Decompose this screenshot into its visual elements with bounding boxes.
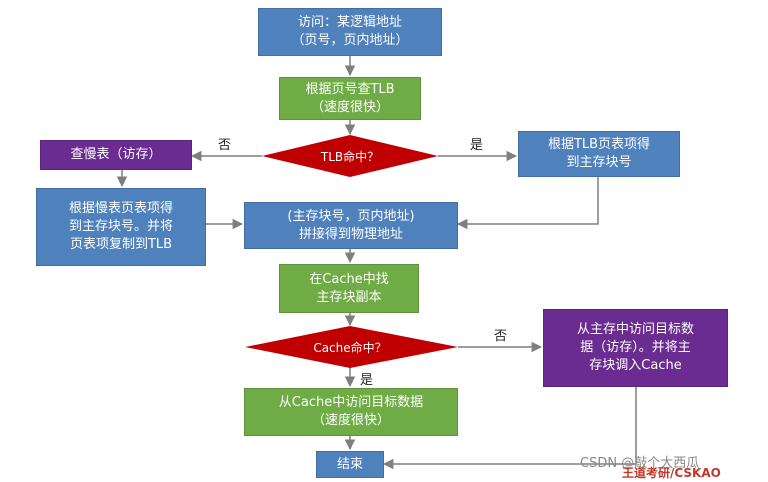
slow-entry-line-3: 页表项复制到TLB bbox=[69, 237, 173, 252]
slow-table-box: 查慢表（访存） bbox=[40, 140, 192, 170]
tlb-entry-line-2: 到主存块号 bbox=[566, 155, 632, 170]
slow-entry-line-2: 到主存块号。并将 bbox=[68, 219, 173, 234]
memory-access-line-3: 存块调入Cache bbox=[589, 358, 682, 373]
slow-entry-box: 根据慢表页表项得 到主存块号。并将 页表项复制到TLB bbox=[36, 188, 206, 266]
end-box: 结束 bbox=[316, 451, 384, 478]
physical-line-2: 拼接得到物理地址 bbox=[298, 226, 403, 242]
physical-line-1: (主存块号，页内地址) bbox=[287, 208, 415, 224]
check-tlb-box: 根据页号查TLB （速度很快） bbox=[279, 77, 421, 120]
cache-access-line-1: 从Cache中访问目标数据 bbox=[278, 395, 424, 410]
tlb-no-label: 否 bbox=[218, 138, 232, 153]
cache-access-line-2: （速度很快） bbox=[311, 413, 390, 428]
access-line-1: 访问：某逻辑地址 bbox=[297, 15, 402, 30]
find-cache-line-2: 主存块副本 bbox=[316, 289, 382, 305]
find-cache-line-1: 在Cache中找 bbox=[309, 271, 389, 287]
csdn-watermark: CSDN @敲个大西瓜 bbox=[580, 456, 700, 471]
slow-entry-line-1: 根据慢表页表项得 bbox=[68, 201, 173, 216]
tlb-yes-label: 是 bbox=[470, 138, 484, 153]
end-text: 结束 bbox=[336, 456, 363, 472]
access-line-2: （页号，页内地址） bbox=[291, 33, 409, 48]
find-cache-box: 在Cache中找 主存块副本 bbox=[279, 264, 419, 313]
memory-access-box: 从主存中访问目标数 据（访存）。并将主 存块调入Cache bbox=[543, 309, 728, 387]
tlb-hit-label: TLB命中？ bbox=[320, 150, 380, 164]
memory-access-line-1: 从主存中访问目标数 bbox=[576, 322, 694, 337]
cache-hit-label: Cache命中？ bbox=[313, 341, 387, 355]
access-logical-address-box: 访问：某逻辑地址 （页号，页内地址） bbox=[258, 8, 442, 56]
cache-no-label: 否 bbox=[494, 329, 508, 344]
cache-hit-diamond bbox=[245, 326, 458, 368]
tlb-entry-box: 根据TLB页表项得 到主存块号 bbox=[518, 131, 680, 177]
memory-access-line-2: 据（访存）。并将主 bbox=[580, 340, 691, 355]
tlb-entry-line-1: 根据TLB页表项得 bbox=[547, 137, 651, 152]
check-tlb-line-1: 根据页号查TLB bbox=[305, 81, 395, 97]
check-tlb-line-2: （速度很快） bbox=[310, 99, 389, 115]
cache-yes-label: 是 bbox=[360, 373, 374, 388]
tlb-hit-diamond bbox=[262, 135, 438, 177]
physical-address-box: (主存块号，页内地址) 拼接得到物理地址 bbox=[244, 202, 458, 249]
brand-watermark: 王道考研/CSKAO bbox=[622, 466, 721, 480]
cache-access-box: 从Cache中访问目标数据 （速度很快） bbox=[244, 388, 458, 436]
slow-table-text: 查慢表（访存） bbox=[70, 147, 162, 162]
